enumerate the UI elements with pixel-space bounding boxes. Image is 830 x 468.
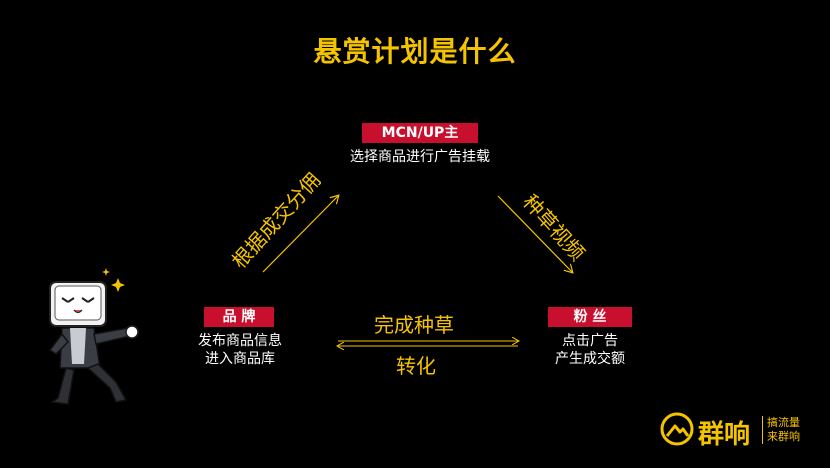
node-tag-brand: 品 牌	[204, 307, 274, 327]
mascot-illustration	[48, 268, 139, 405]
node-desc-fans-line1: 点击广告	[562, 333, 618, 349]
page-title: 悬赏计划是什么	[313, 35, 517, 68]
node-tag-fans: 粉 丝	[548, 307, 632, 327]
arrow-left-to-top	[262, 196, 338, 273]
node-desc-brand: 发布商品信息 进入商品库	[180, 332, 300, 368]
brand-slogan-line1: 搞流量	[767, 416, 800, 429]
node-desc-brand-line1: 发布商品信息	[198, 333, 282, 349]
arrow-top-to-right	[497, 195, 572, 272]
brand-name: 群响	[698, 420, 751, 450]
node-desc-fans-line2: 产生成交额	[555, 351, 625, 367]
brand-slogan: 搞流量 来群响	[762, 416, 813, 444]
brand-logo-icon	[660, 412, 694, 446]
node-desc-fans: 点击广告 产生成交额	[540, 332, 640, 368]
brand-slogan-line2: 来群响	[767, 430, 800, 443]
node-desc-mcn: 选择商品进行广告挂载	[350, 149, 490, 165]
node-desc-brand-line2: 进入商品库	[205, 351, 275, 367]
edge-label-complete-seeding: 完成种草	[374, 313, 454, 337]
node-tag-mcn: MCN/UP主	[362, 123, 478, 143]
edge-label-conversion: 转化	[396, 354, 436, 378]
